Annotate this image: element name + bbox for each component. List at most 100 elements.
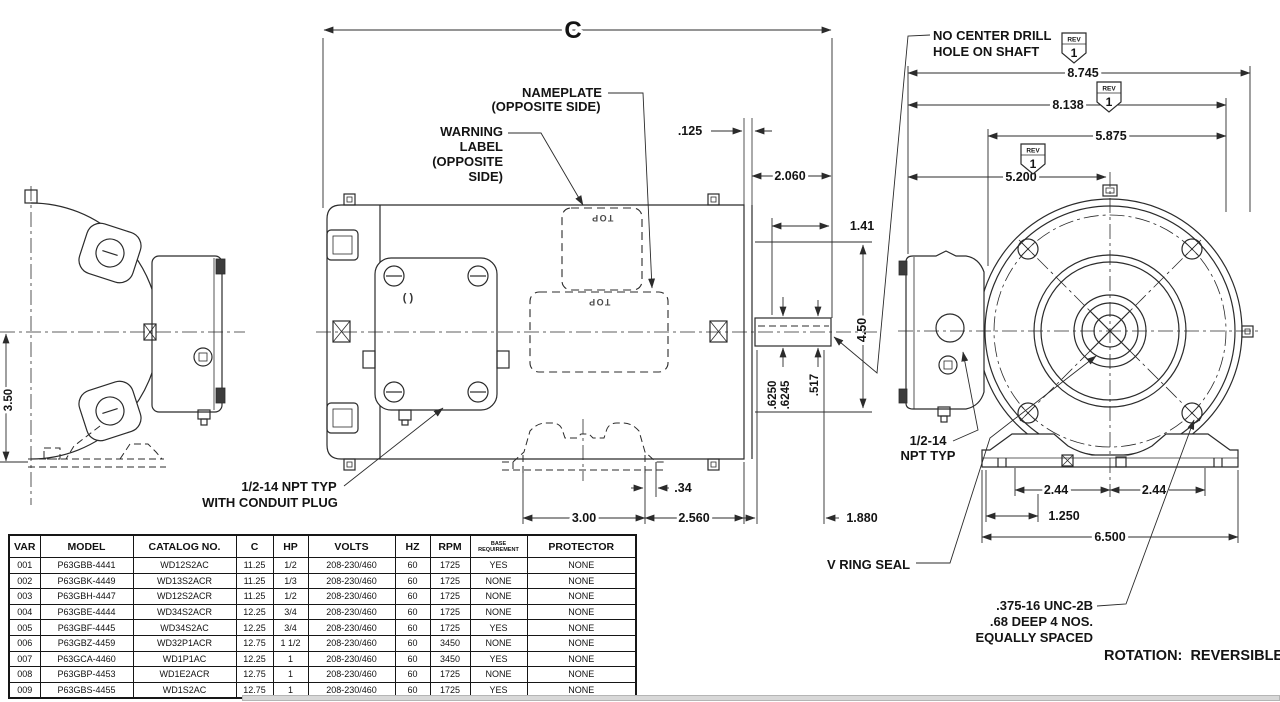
note-rotation: ROTATION: REVERSIBLE [1104, 648, 1280, 664]
note-no-center-drill-line1: NO CENTER DRILL [933, 28, 1052, 43]
table-cell: NONE [469, 634, 528, 652]
column-header: HP [272, 534, 309, 558]
table-cell: 1 1/2 [272, 634, 309, 652]
table-cell: 12.25 [235, 619, 274, 636]
annotations: NO CENTER DRILL HOLE ON SHAFT NAMEPLATE … [200, 26, 1280, 667]
table-cell: 008 [8, 666, 41, 683]
table-cell: 1725 [429, 572, 471, 590]
mounting-base [981, 433, 1239, 468]
table-cell: 1 [272, 666, 309, 683]
column-header: VAR [8, 534, 41, 558]
conduit-box-mark: ( ) [403, 292, 414, 304]
table-cell: 1/2 [272, 557, 309, 574]
table-cell: P63GBF-4445 [39, 619, 134, 636]
dim-2060: 2.060 [774, 169, 805, 183]
rev-label: REV [1026, 148, 1040, 155]
dim-1250: 1.250 [1048, 509, 1079, 523]
table-cell: P63GBK-4449 [39, 572, 134, 590]
table-cell: 007 [8, 650, 41, 668]
table-cell: 208-230/460 [307, 634, 396, 652]
table-cell: 1725 [429, 666, 471, 683]
dim-6500: 6.500 [1094, 530, 1125, 544]
table-cell: P63GBZ-4459 [39, 634, 134, 652]
note-npt-line2: NPT TYP [901, 448, 956, 463]
dim-244-left: 2.44 [1044, 483, 1068, 497]
dim-244-right: 2.44 [1142, 483, 1166, 497]
front-view-dimensions: 8.745 8.138 5.875 5.200 2.44 2.44 1.250 … [907, 63, 1251, 547]
table-cell: YES [469, 619, 528, 636]
table-cell: WD12S2ACR [132, 588, 237, 605]
column-header: VOLTS [307, 534, 396, 558]
table-cell: 60 [394, 603, 431, 621]
rev-shield-1: REV 1 [1061, 32, 1087, 64]
table-cell: 11.25 [235, 572, 274, 590]
table-cell: 60 [394, 634, 431, 652]
dim-c: C [564, 17, 581, 44]
dim-300: 3.00 [572, 511, 596, 525]
table-cell: P63GBE-4444 [39, 603, 134, 621]
table-cell: 60 [394, 650, 431, 668]
note-unc-line3: EQUALLY SPACED [975, 630, 1093, 645]
rev-shield-3: REV 1 [1020, 143, 1046, 175]
table-cell: NONE [469, 588, 528, 605]
centerlines [0, 172, 1262, 505]
table-cell: NONE [526, 619, 637, 636]
conduit-box-front [905, 250, 985, 410]
table-cell: P63GBS-4455 [39, 681, 134, 699]
rev-number: 1 [1106, 95, 1113, 109]
table-cell: 12.25 [235, 650, 274, 668]
table-cell: 001 [8, 557, 41, 574]
conduit-box-rear [151, 255, 223, 413]
table-cell: 208-230/460 [307, 588, 396, 605]
dim-3-50: 3.50 [3, 389, 15, 411]
table-cell: YES [469, 557, 528, 574]
table-cell: 003 [8, 588, 41, 605]
table-cell: WD1S2AC [132, 681, 237, 699]
dim-450: 4.50 [855, 318, 869, 342]
rev-number: 1 [1071, 46, 1078, 60]
nameplate-outline [529, 291, 669, 373]
table-cell: NONE [469, 603, 528, 621]
table-cell: 12.75 [235, 634, 274, 652]
rev-label: REV [1067, 37, 1081, 44]
table-cell: P63GCA-4460 [39, 650, 134, 668]
table-cell: 005 [8, 619, 41, 636]
dim-8138: 8.138 [1052, 98, 1083, 112]
side-view: TOP TOP ( ) [326, 118, 832, 481]
column-header: C [235, 534, 274, 558]
table-cell: WD12S2AC [132, 557, 237, 574]
table-cell: WD13S2ACR [132, 572, 237, 590]
table-cell: 208-230/460 [307, 572, 396, 590]
table-cell: 208-230/460 [307, 650, 396, 668]
note-warning-line2: LABEL [460, 139, 503, 154]
dim-1880: 1.880 [846, 511, 877, 525]
table-cell: NONE [526, 557, 637, 574]
table-cell: 3/4 [272, 619, 309, 636]
table-cell: 1/3 [272, 572, 309, 590]
note-conduit-line2: WITH CONDUIT PLUG [202, 495, 338, 510]
table-cell: 3450 [429, 634, 471, 652]
column-header: HZ [394, 534, 431, 558]
table-cell: NONE [526, 634, 637, 652]
dim-6245: .6245 [780, 380, 792, 409]
table-cell: 12.25 [235, 603, 274, 621]
table-cell: 60 [394, 666, 431, 683]
table-cell: 1/2 [272, 588, 309, 605]
column-header: RPM [429, 534, 471, 558]
conduit-box-side [374, 257, 498, 411]
rev-number: 1 [1030, 157, 1037, 171]
note-npt-line1: 1/2-14 [910, 433, 948, 448]
table-cell: WD32P1ACR [132, 634, 237, 652]
table-cell: YES [469, 650, 528, 668]
